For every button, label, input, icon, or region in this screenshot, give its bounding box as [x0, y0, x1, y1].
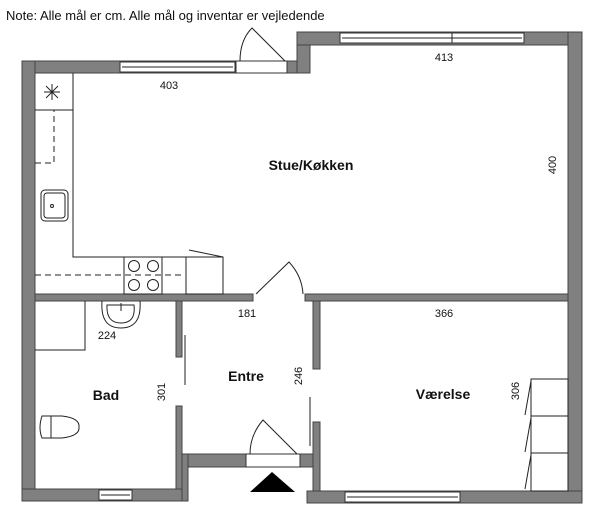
dim-entre-depth: 246: [293, 366, 305, 386]
fridge-icon: [44, 84, 60, 100]
note-text: Note: Alle mål er cm. Alle mål og invent…: [6, 8, 325, 23]
kitchen-counter: [35, 73, 224, 295]
stove-icon: [123, 256, 163, 295]
dim-vaerelse-depth: 306: [510, 381, 522, 401]
entrance-arrow-icon: [250, 472, 295, 492]
walls: [21, 31, 583, 504]
sink-icon: [40, 189, 69, 222]
room-label-bad: Bad: [92, 387, 120, 403]
dim-stue-depth: 400: [547, 155, 559, 175]
dim-bad-width: 224: [97, 330, 117, 342]
dim-entre-width: 181: [237, 308, 257, 320]
room-label-vaerelse: Værelse: [415, 386, 471, 402]
windows: [98, 32, 525, 503]
dim-stue-width-right: 413: [434, 52, 454, 64]
doors: [184, 27, 311, 468]
dim-vaerelse-width: 366: [434, 308, 454, 320]
room-label-entre: Entre: [228, 368, 264, 384]
bathroom-fixtures: [35, 300, 141, 439]
dim-stue-width-left: 403: [159, 80, 179, 92]
toilet-icon: [39, 415, 80, 439]
room-label-stue: Stue/Køkken: [268, 157, 354, 173]
wardrobe: [524, 378, 569, 492]
washbasin-icon: [101, 300, 141, 329]
dim-bad-depth: 301: [156, 382, 168, 402]
